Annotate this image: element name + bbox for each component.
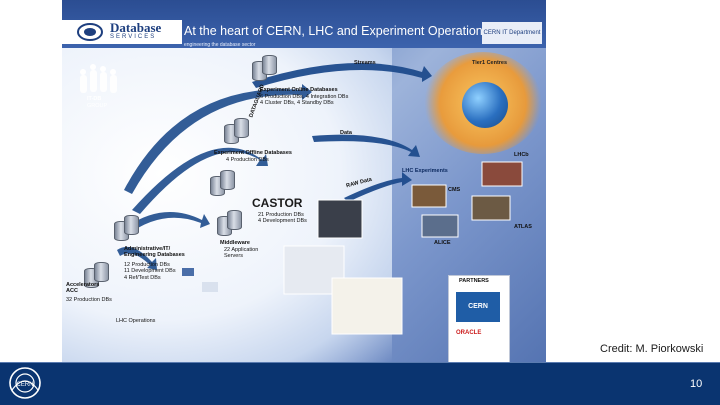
database-services-poster: Database SERVICES At the heart of CERN, … <box>62 0 546 362</box>
oracle-logo: ORACLE <box>456 330 482 336</box>
group-label: IT-DB <box>87 96 102 102</box>
database-server-icon <box>210 170 236 200</box>
castor-details: 21 Production DBs 4 Development DBs <box>258 212 307 225</box>
castor-logo: CASTOR <box>252 196 303 210</box>
database-server-icon <box>84 262 110 292</box>
group-sublabel: GROUP <box>87 103 108 109</box>
online-db-title: Experiment Online Databases <box>260 87 338 93</box>
poster-tagline: engineering the database sector <box>184 42 256 48</box>
cern-openlab-badge: CERN <box>456 292 500 322</box>
database-server-icon <box>224 118 250 148</box>
cern-logo-icon: CERN <box>9 367 41 399</box>
database-server-icon <box>114 215 140 245</box>
admin-db-title: Administrative/IT/ Engineering Databases <box>124 246 185 259</box>
globe-icon <box>462 82 508 128</box>
alice-label: ALICE <box>434 240 451 246</box>
image-credit: Credit: M. Piorkowski <box>600 343 704 355</box>
cms-label: CMS <box>448 187 461 193</box>
footer-divider <box>0 362 720 363</box>
data-label: Data <box>340 130 352 136</box>
lhc-operations-label: LHC Operations <box>116 318 156 324</box>
lhc-experiments-title: LHC Experiments <box>402 168 448 174</box>
svg-text:CERN: CERN <box>16 382 33 388</box>
streams-label: Streams <box>354 60 376 66</box>
poster-arrows <box>80 63 523 335</box>
slide-footer <box>0 362 720 405</box>
middleware-title: Middleware <box>220 240 250 246</box>
database-server-icon <box>217 210 243 240</box>
poster-title: At the heart of CERN, LHC and Experiment… <box>184 24 490 38</box>
tier1-label: Tier1 Centres <box>472 60 508 66</box>
lhcb-label: LHCb <box>514 152 529 158</box>
database-server-icon <box>252 55 278 85</box>
logo-text: Database <box>110 20 162 35</box>
offline-db-details: 4 Production DBs <box>226 157 269 163</box>
middleware-details: 22 Application Servers <box>224 247 259 260</box>
admin-db-details: 12 Production DBs 11 Development DBs 4 R… <box>124 262 176 281</box>
accelerators-details: 32 Production DBs <box>66 297 112 303</box>
atlas-label: ATLAS <box>514 224 532 230</box>
online-db-details: 6 Production DBs, 4 Integration DBs 4 Cl… <box>260 94 349 107</box>
logo-subtext: SERVICES <box>110 34 157 40</box>
cern-it-logo: CERN IT Department <box>482 22 542 44</box>
accelerators-title: Accelerators ACC <box>66 282 100 295</box>
page-number: 10 <box>690 378 703 390</box>
database-services-logo <box>62 20 182 44</box>
offline-db-title: Experiment Offline Databases <box>214 150 292 156</box>
database-logo-icon <box>77 23 103 41</box>
partners-label: PARTNERS <box>459 278 489 284</box>
